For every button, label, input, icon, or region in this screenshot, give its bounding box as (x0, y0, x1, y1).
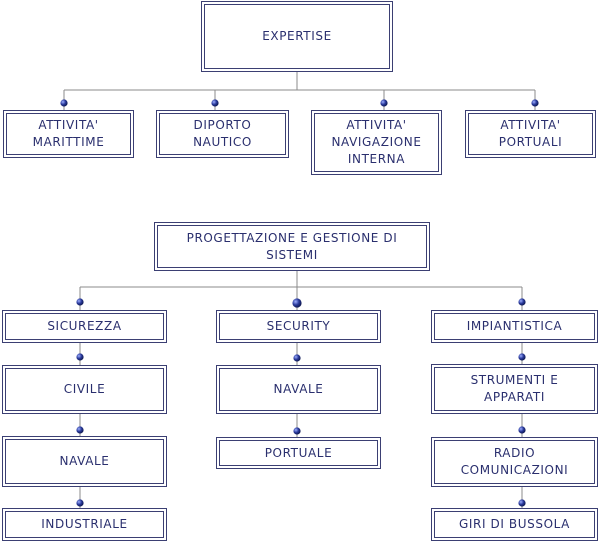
connector-node (76, 499, 84, 507)
box-giri-di-bussola: GIRI DI BUSSOLA (431, 508, 598, 541)
box-portuale: PORTUALE (216, 437, 381, 469)
box-strumenti-apparati: STRUMENTI E APPARATI (431, 364, 598, 414)
connector-node (292, 298, 302, 308)
item-label: CIVILE (63, 382, 106, 396)
item-label: IMPIANTISTICA (466, 319, 563, 333)
root-expertise-label: EXPERTISE (262, 29, 332, 43)
connector-node (293, 354, 301, 362)
item-label: STRUMENTI E APPARATI (470, 373, 559, 404)
item-label: RADIO COMUNICAZIONI (460, 446, 569, 477)
branch-label: ATTIVITA' NAVIGAZIONE INTERNA (331, 118, 422, 166)
box-diporto-nautico: DIPORTO NAUTICO (156, 110, 289, 158)
item-label: SICUREZZA (47, 319, 122, 333)
box-security: SECURITY (216, 310, 381, 343)
branch-label: ATTIVITA' MARITTIME (32, 118, 105, 149)
box-attivita-marittime: ATTIVITA' MARITTIME (3, 110, 134, 158)
item-label: INDUSTRIALE (41, 517, 128, 531)
connector-node (380, 99, 388, 107)
root-progettazione-label: PROGETTAZIONE E GESTIONE DI SISTEMI (186, 230, 398, 262)
box-impiantistica: IMPIANTISTICA (431, 310, 598, 343)
box-radio-comunicazioni: RADIO COMUNICAZIONI (431, 437, 598, 487)
box-attivita-portuali: ATTIVITA' PORTUALI (465, 110, 596, 158)
connector-node (60, 99, 68, 107)
connector-node (76, 298, 84, 306)
item-label: NAVALE (273, 382, 324, 396)
root-progettazione-box: PROGETTAZIONE E GESTIONE DI SISTEMI (154, 222, 430, 271)
box-attivita-navigazione-interna: ATTIVITA' NAVIGAZIONE INTERNA (311, 110, 442, 175)
root-expertise-box: EXPERTISE (201, 1, 393, 72)
connector-node (518, 298, 526, 306)
box-civile: CIVILE (2, 365, 167, 414)
item-label: NAVALE (59, 454, 110, 468)
connector-node (76, 353, 84, 361)
item-label: GIRI DI BUSSOLA (459, 517, 570, 531)
connector-node (293, 427, 301, 435)
box-industriale: INDUSTRIALE (2, 508, 167, 541)
branch-label: ATTIVITA' PORTUALI (498, 118, 563, 149)
connector-node (531, 99, 539, 107)
item-label: SECURITY (266, 319, 331, 333)
box-sicurezza: SICUREZZA (2, 310, 167, 343)
connector-node (518, 499, 526, 507)
box-navale-security: NAVALE (216, 365, 381, 414)
connector-node (518, 426, 526, 434)
item-label: PORTUALE (264, 445, 333, 460)
connector-node (211, 99, 219, 107)
branch-label: DIPORTO NAUTICO (193, 118, 252, 149)
connector-node (518, 353, 526, 361)
connector-node (76, 426, 84, 434)
box-navale-civile: NAVALE (2, 436, 167, 487)
